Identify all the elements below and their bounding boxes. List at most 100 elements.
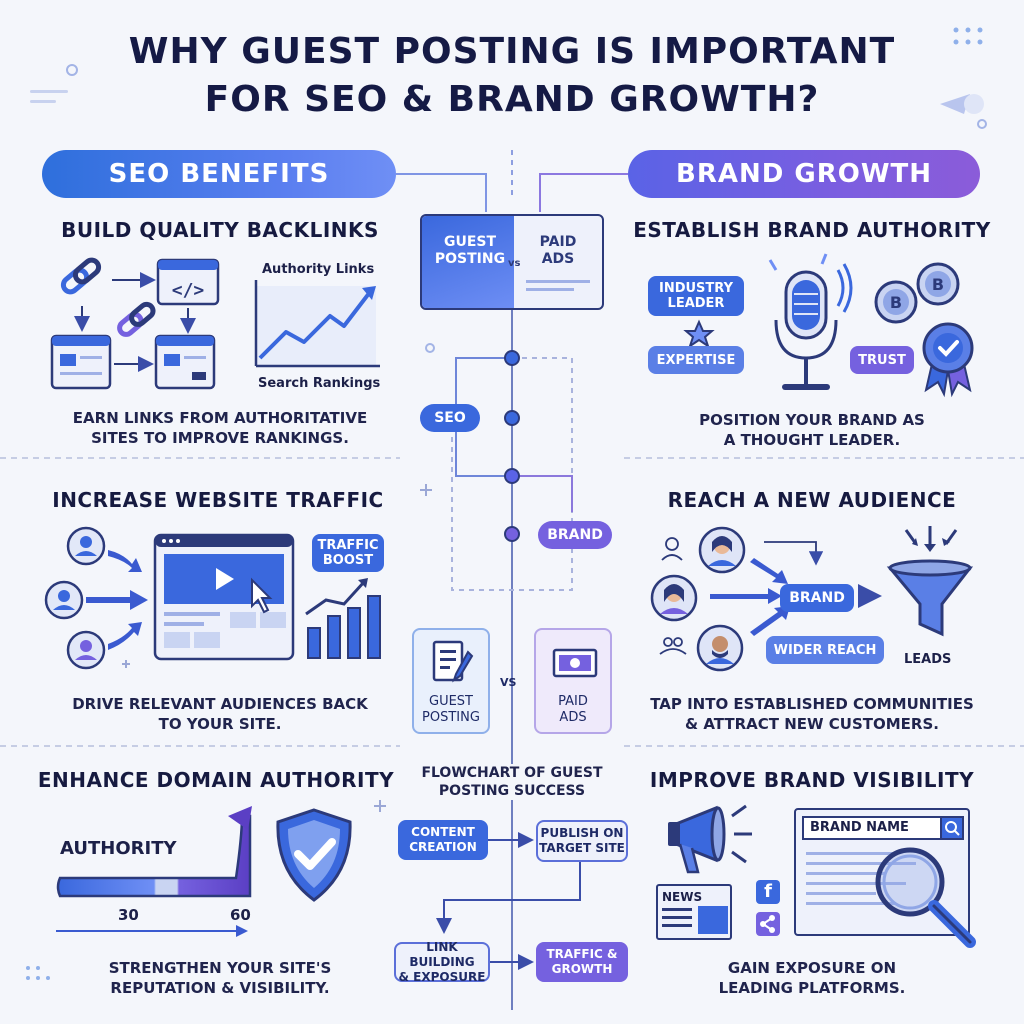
guest-card-line1: GUEST <box>429 694 473 709</box>
authority-caption-line2: REPUTATION & VISIBILITY. <box>110 979 330 997</box>
compare-top-right-line2: ADS <box>541 251 575 267</box>
authority-arrow <box>56 925 248 937</box>
brand-authority-heading: ESTABLISH BRAND AUTHORITY <box>633 218 991 242</box>
audience-arrows <box>710 541 882 636</box>
page-title-line2: FOR SEO & BRAND GROWTH? <box>204 79 820 120</box>
flow-step-traffic-growth: TRAFFIC & GROWTH <box>536 942 628 982</box>
industry-leader-line1: INDUSTRY <box>658 281 733 296</box>
magnifier-icon <box>875 847 976 948</box>
brand-authority-caption-line1: POSITION YOUR BRAND AS <box>699 411 925 429</box>
award-badge-icon <box>922 322 974 398</box>
flow-step1-line2: CREATION <box>409 840 477 854</box>
brand-authority-caption-line2: A THOUGHT LEADER. <box>723 431 901 449</box>
trust-badges: B B <box>874 262 974 398</box>
newspaper-icon: NEWS <box>656 884 732 940</box>
compare-top-right-label: PAID ADS <box>526 234 590 268</box>
news-label: NEWS <box>662 890 703 904</box>
authority-max-value: 60 <box>230 906 251 924</box>
funnel-icon <box>886 526 974 637</box>
traffic-boost-bubble: TRAFFIC BOOST <box>312 534 384 572</box>
search-rankings-label: Search Rankings <box>258 376 381 391</box>
industry-leader-line2: LEADER <box>667 296 725 311</box>
authority-min-value: 30 <box>118 906 139 924</box>
industry-leader-tag: INDUSTRY LEADER <box>648 276 744 316</box>
user-avatar-icon <box>44 526 106 670</box>
wider-reach-tag: WIDER REACH <box>766 636 884 664</box>
flow-step3-line1: LINK BUILDING <box>409 939 475 969</box>
compare-card-top: GUEST POSTING vs PAID ADS <box>420 214 604 310</box>
code-window-icon: </> <box>156 258 220 306</box>
compare-top-left-label: GUEST POSTING <box>430 234 510 268</box>
guest-posting-card: GUEST POSTING <box>412 628 490 734</box>
decor-dots-bottom <box>26 966 50 980</box>
authority-caption-line1: STRENGTHEN YOUR SITE'S <box>108 959 332 977</box>
traffic-caption-line2: TO YOUR SITE. <box>158 715 282 733</box>
traffic-caption-line1: DRIVE RELEVANT AUDIENCES BACK <box>72 695 368 713</box>
compare-top-right-line1: PAID <box>539 234 577 250</box>
authority-links-label: Authority Links <box>262 262 375 277</box>
line-chart-icon <box>254 280 380 368</box>
guest-card-line2: POSTING <box>422 710 480 725</box>
audience-people <box>650 526 746 672</box>
chain-link-icon <box>60 257 102 295</box>
seo-node-pill: SEO <box>420 404 480 432</box>
compare-top-left-line1: GUEST <box>443 234 497 250</box>
brand-growth-banner: BRAND GROWTH <box>628 150 980 198</box>
svg-text:B: B <box>890 293 902 312</box>
spine-nodes <box>504 350 520 542</box>
bar-chart-icon <box>305 578 381 659</box>
svg-text:</>: </> <box>172 280 205 301</box>
audience-caption-line2: & ATTRACT NEW CUSTOMERS. <box>685 715 939 733</box>
flowchart-title-line2: POSTING SUCCESS <box>438 783 586 799</box>
backlinks-caption-line2: SITES TO IMPROVE RANKINGS. <box>91 429 349 447</box>
flowchart-title: FLOWCHART OF GUEST POSTING SUCCESS <box>402 764 622 800</box>
compare-bottom-vs: VS <box>500 676 517 689</box>
compare-top-left-line2: POSTING <box>434 251 506 267</box>
cursor-icon <box>251 577 273 614</box>
facebook-icon[interactable]: f <box>756 880 780 904</box>
flow-step4-line2: GROWTH <box>551 962 613 976</box>
flowchart-title-line1: FLOWCHART OF GUEST <box>421 765 603 781</box>
share-icon[interactable] <box>756 912 780 936</box>
document-pen-icon <box>432 640 474 683</box>
brand-node-pill: BRAND <box>538 521 612 549</box>
flow-step2-line1: PUBLISH ON <box>540 826 624 840</box>
authority-bar-label: AUTHORITY <box>60 838 177 859</box>
leads-label: LEADS <box>904 652 952 667</box>
backlinks-heading: BUILD QUALITY BACKLINKS <box>61 218 379 242</box>
page-title-line1: WHY GUEST POSTING IS IMPORTANT <box>128 31 896 72</box>
microphone-icon <box>768 253 853 390</box>
paid-card-line2: ADS <box>559 710 587 725</box>
compare-top-left-panel <box>422 216 514 308</box>
brand-search-input[interactable]: BRAND NAME <box>802 816 942 840</box>
compare-top-vs: vs <box>508 258 521 269</box>
shield-check-icon <box>276 808 352 902</box>
traffic-users <box>44 526 148 670</box>
paid-ads-card-label: PAID ADS <box>536 694 610 726</box>
decor-lines <box>30 64 78 103</box>
browser-window-icon <box>50 334 112 390</box>
traffic-boost-line2: BOOST <box>322 553 374 568</box>
coin-icon: B B <box>874 262 960 324</box>
paid-ads-card: PAID ADS <box>534 628 612 734</box>
flow-step2-line2: TARGET SITE <box>539 841 625 855</box>
flow-step1-line1: CONTENT <box>411 825 475 839</box>
megaphone-icon <box>668 804 752 874</box>
visibility-caption-line2: LEADING PLATFORMS. <box>718 979 906 997</box>
star-icon <box>683 319 715 349</box>
backlinks-caption-line1: EARN LINKS FROM AUTHORITATIVE <box>72 409 368 427</box>
svg-text:B: B <box>932 275 944 294</box>
backlinks-illustration: </> <box>50 257 220 390</box>
new-audience-heading: REACH A NEW AUDIENCE <box>667 488 957 512</box>
video-player-icon <box>153 533 295 661</box>
search-icon <box>945 821 960 836</box>
search-button[interactable] <box>940 816 964 840</box>
flow-step-content-creation: CONTENT CREATION <box>398 820 488 860</box>
seo-benefits-banner: SEO BENEFITS <box>42 150 396 198</box>
flow-step-publish: PUBLISH ON TARGET SITE <box>536 820 628 862</box>
domain-authority-heading: ENHANCE DOMAIN AUTHORITY <box>37 768 395 792</box>
flow-step4-line1: TRAFFIC & <box>546 947 618 961</box>
trust-tag: TRUST <box>850 346 914 374</box>
visibility-caption-line1: GAIN EXPOSURE ON <box>727 959 897 977</box>
paid-card-line1: PAID <box>558 694 588 709</box>
